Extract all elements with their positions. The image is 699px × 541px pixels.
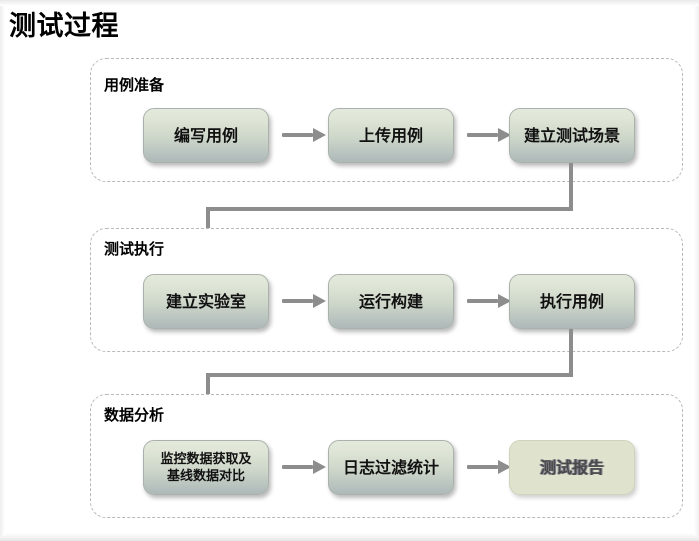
node-test-report[interactable]: 测试报告: [509, 440, 635, 495]
node-label-line-1: 监控数据获取及: [160, 451, 252, 467]
node-label: 日志过滤统计: [342, 458, 439, 477]
connector-segment-vertical-down: [569, 163, 573, 211]
arrow-head: [313, 460, 326, 474]
arrow-head: [498, 128, 511, 142]
node-label-line-2: 基线数据对比: [166, 468, 245, 484]
canvas-bottom-edge: [0, 533, 699, 541]
node-label: 建立实验室: [165, 292, 246, 311]
node-label: 测试报告: [539, 458, 604, 477]
arrow-shaft: [282, 133, 313, 137]
node-build-lab[interactable]: 建立实验室: [143, 274, 269, 329]
arrow-build-to-execute: [467, 294, 511, 308]
node-build-scene[interactable]: 建立测试场景: [509, 108, 635, 163]
arrow-shaft: [467, 299, 498, 303]
arrow-head: [313, 294, 326, 308]
node-log-filter[interactable]: 日志过滤统计: [328, 440, 454, 495]
arrow-shaft: [282, 465, 313, 469]
page-title: 测试过程: [9, 11, 119, 42]
node-upload-case[interactable]: 上传用例: [328, 108, 454, 163]
node-execute-case[interactable]: 执行用例: [509, 274, 635, 329]
node-write-case[interactable]: 编写用例: [143, 108, 269, 163]
group-label-test-execution: 测试执行: [104, 240, 165, 258]
arrow-shaft: [467, 133, 498, 137]
connector-segment-vertical-down: [569, 329, 573, 377]
arrow-head: [313, 128, 326, 142]
arrow-write-to-upload: [282, 128, 326, 142]
connector-segment-horizontal: [206, 373, 573, 377]
node-run-build[interactable]: 运行构建: [328, 274, 454, 329]
node-label: 建立测试场景: [523, 126, 620, 145]
node-label: 上传用例: [358, 126, 423, 145]
node-label: 执行用例: [539, 292, 604, 311]
node-monitor-data[interactable]: 监控数据获取及 基线数据对比: [143, 440, 269, 495]
arrow-shaft: [467, 465, 498, 469]
arrow-log-to-report: [467, 460, 511, 474]
arrow-upload-to-scene: [467, 128, 511, 142]
connector-segment-horizontal: [206, 207, 573, 211]
arrow-monitor-to-log: [282, 460, 326, 474]
arrow-shaft: [282, 299, 313, 303]
node-label: 运行构建: [358, 292, 423, 311]
arrow-head: [498, 460, 511, 474]
arrow-lab-to-build: [282, 294, 326, 308]
canvas-right-edge: [694, 6, 699, 536]
group-label-data-analysis: 数据分析: [104, 406, 165, 424]
node-label: 编写用例: [173, 126, 238, 145]
arrow-head: [498, 294, 511, 308]
group-label-case-preparation: 用例准备: [104, 76, 165, 94]
canvas-top-edge: [0, 0, 699, 6]
canvas-left-edge: [0, 6, 5, 536]
